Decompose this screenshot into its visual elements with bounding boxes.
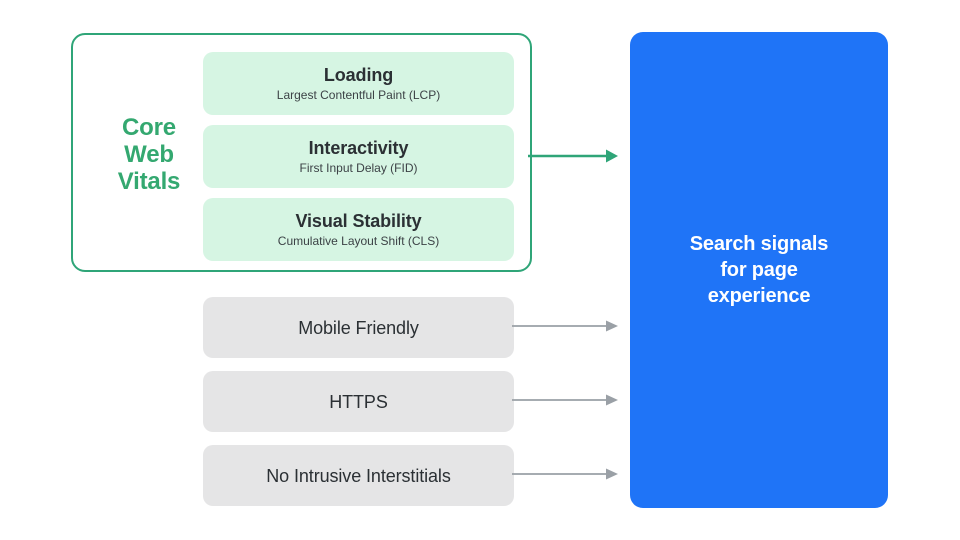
metric-title-loading: Loading: [323, 65, 394, 85]
https-arrow-icon: [512, 394, 618, 406]
signal-mobile-friendly[interactable]: Mobile Friendly: [203, 297, 514, 358]
signal-label-no-intrusive-interstitials: No Intrusive Interstitials: [266, 465, 451, 486]
core-web-vitals-group: [71, 33, 532, 272]
metric-card-visual-stability[interactable]: Visual Stability Cumulative Layout Shift…: [203, 198, 514, 261]
metric-subtitle-loading: Largest Contentful Paint (LCP): [276, 88, 441, 102]
core-web-vitals-arrow-icon: [528, 149, 618, 163]
metric-card-loading[interactable]: Loading Largest Contentful Paint (LCP): [203, 52, 514, 115]
result-panel[interactable]: Search signals for page experience: [630, 32, 888, 508]
metric-card-interactivity[interactable]: Interactivity First Input Delay (FID): [203, 125, 514, 188]
result-panel-text: Search signals for page experience: [689, 233, 829, 307]
metric-subtitle-visual-stability: Cumulative Layout Shift (CLS): [277, 234, 440, 248]
metric-title-interactivity: Interactivity: [308, 138, 409, 158]
metric-title-visual-stability: Visual Stability: [295, 211, 422, 231]
signal-no-intrusive-interstitials[interactable]: No Intrusive Interstitials: [203, 445, 514, 506]
no-intrusive-interstitials-arrow-icon: [512, 468, 618, 480]
mobile-friendly-arrow-icon: [512, 320, 618, 332]
signal-label-https: HTTPS: [329, 391, 388, 412]
signal-label-mobile-friendly: Mobile Friendly: [298, 317, 419, 338]
metric-subtitle-interactivity: First Input Delay (FID): [299, 161, 418, 175]
core-web-vitals-group-label: Core Web Vitals: [117, 114, 181, 195]
signal-https[interactable]: HTTPS: [203, 371, 514, 432]
